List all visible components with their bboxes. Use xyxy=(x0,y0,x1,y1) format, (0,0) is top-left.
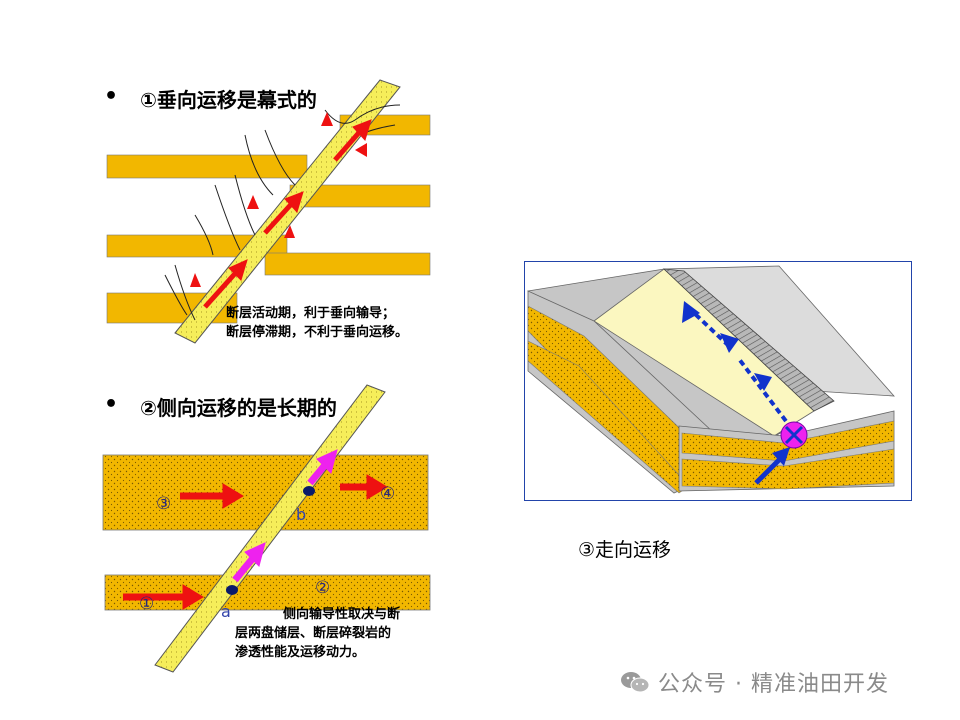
vertical-migration-diagram xyxy=(95,75,440,350)
point-b xyxy=(303,486,315,496)
panel1-heading: ①垂向运移是幕式的 xyxy=(140,88,317,112)
note-line: 侧向输导性取决与断 xyxy=(283,607,401,622)
strike-migration-diagram xyxy=(524,261,912,501)
sand-layer xyxy=(264,252,431,276)
note-line: 渗透性能及运移动力。 xyxy=(235,645,366,660)
panel2-heading: ②侧向运移的是长期的 xyxy=(140,396,337,420)
watermark: 公众号 · 精准油田开发 xyxy=(620,666,889,698)
note-line: 断层活动期，利于垂向输导； xyxy=(226,306,396,321)
note-line: 断层停滞期，不利于垂向运移。 xyxy=(226,325,409,340)
wechat-icon xyxy=(620,670,650,694)
panel1-note: 断层活动期，利于垂向输导； 断层停滞期，不利于垂向运移。 xyxy=(226,304,408,342)
bullet: • xyxy=(104,84,119,109)
label-b: b xyxy=(296,505,307,524)
label-2: ② xyxy=(315,578,331,598)
label-3: ③ xyxy=(156,494,172,514)
label-1: ① xyxy=(139,594,155,614)
point-a xyxy=(226,585,238,595)
label-a: a xyxy=(221,602,231,621)
sand-layer xyxy=(104,574,431,611)
bullet: • xyxy=(104,392,119,417)
panel3-caption: ③走向运移 xyxy=(578,539,672,561)
note-line: 层两盘储层、断层碎裂岩的 xyxy=(235,626,392,641)
panel2-note: 侧向输导性取决与断 层两盘储层、断层碎裂岩的 渗透性能及运移动力。 xyxy=(235,605,400,662)
label-4: ④ xyxy=(380,484,396,504)
lateral-migration-diagram xyxy=(95,380,440,680)
watermark-text: 公众号 · 精准油田开发 xyxy=(658,672,889,697)
